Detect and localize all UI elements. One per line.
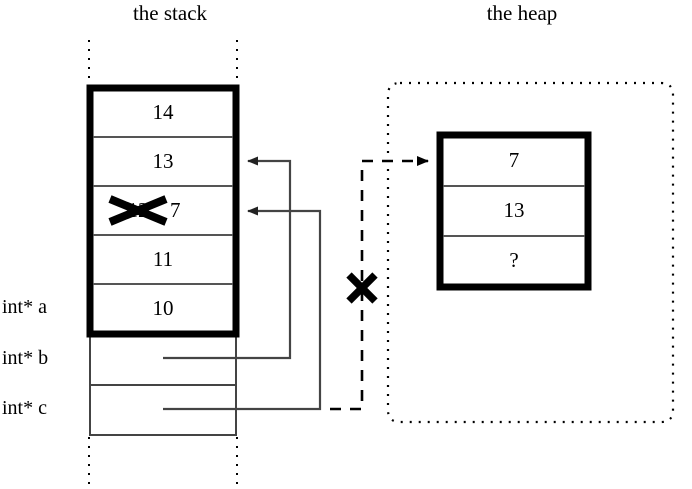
stack-cell-value-3: 11 xyxy=(152,247,174,271)
stack-cell-value-1: 13 xyxy=(152,149,174,173)
stack-cell-value-2-old: 12 xyxy=(127,198,149,222)
dangling-heap-pointer-line xyxy=(330,156,429,411)
variable-label-b: int* b xyxy=(2,347,49,369)
stack-pointer-cells xyxy=(89,334,237,436)
dangling-pointer-x-icon xyxy=(346,272,378,304)
stack-frame-dividers xyxy=(93,136,233,285)
heap-block-box xyxy=(436,131,592,291)
heap-cell-value-2: ? xyxy=(509,248,519,272)
variable-label-c: int* c xyxy=(2,397,47,419)
pointer-c-line xyxy=(163,206,322,411)
stack-cell-value-4: 10 xyxy=(152,296,174,320)
pointer-b-line xyxy=(163,156,292,360)
stack-bound-dotted-bottom xyxy=(88,437,238,489)
heap-cell-value-0: 7 xyxy=(508,148,520,172)
heap-title: the heap xyxy=(486,1,558,25)
struck-value-x-icon xyxy=(108,195,168,226)
stack-cell-value-2-new: 7 xyxy=(170,198,181,222)
variable-label-a: int* a xyxy=(2,296,47,318)
stack-title: the stack xyxy=(132,1,208,25)
heap-block-dividers xyxy=(443,185,585,237)
stack-cell-value-0: 14 xyxy=(152,100,174,124)
stack-frame-box xyxy=(86,84,240,338)
heap-cell-value-1: 13 xyxy=(503,198,525,222)
stack-bound-dotted-top xyxy=(88,40,238,86)
